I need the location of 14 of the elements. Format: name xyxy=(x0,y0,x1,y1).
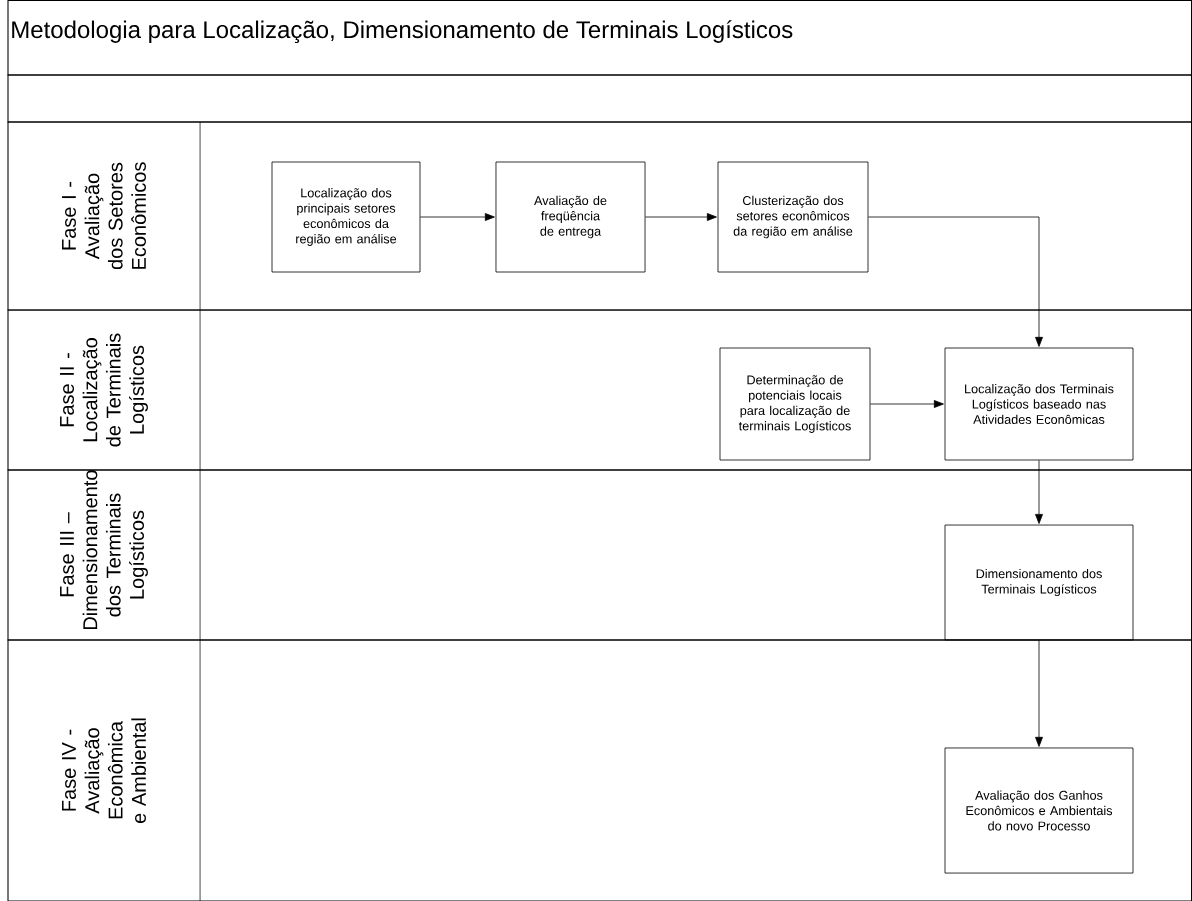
process-box: Avaliação de freqüência de entrega xyxy=(495,161,646,273)
process-box: Determinação de potenciais locais para localização de terminais Logísticos xyxy=(719,347,871,461)
process-box: Localização dos principais setores econômicos da região em análise xyxy=(271,161,421,273)
arrow xyxy=(1035,460,1043,524)
arrow xyxy=(645,213,717,221)
arrow xyxy=(420,213,495,221)
title: Metodologia para Localização, Dimensionamento de Terminais Logísticos xyxy=(12,20,793,44)
arrow xyxy=(868,216,1043,347)
process-box: Dimensionamento dos Terminais Logísticos xyxy=(944,524,1134,641)
process-box: Localização dos Terminais Logísticos baseado nas Atividades Econômicas xyxy=(944,347,1134,461)
arrow xyxy=(870,400,944,408)
process-box: Avaliação dos Ganhos Econômicos e Ambientais do novo Processo xyxy=(944,747,1134,874)
arrow xyxy=(1035,640,1043,747)
process-box: Clusterização dos setores econômicos da região em análise xyxy=(717,161,869,273)
